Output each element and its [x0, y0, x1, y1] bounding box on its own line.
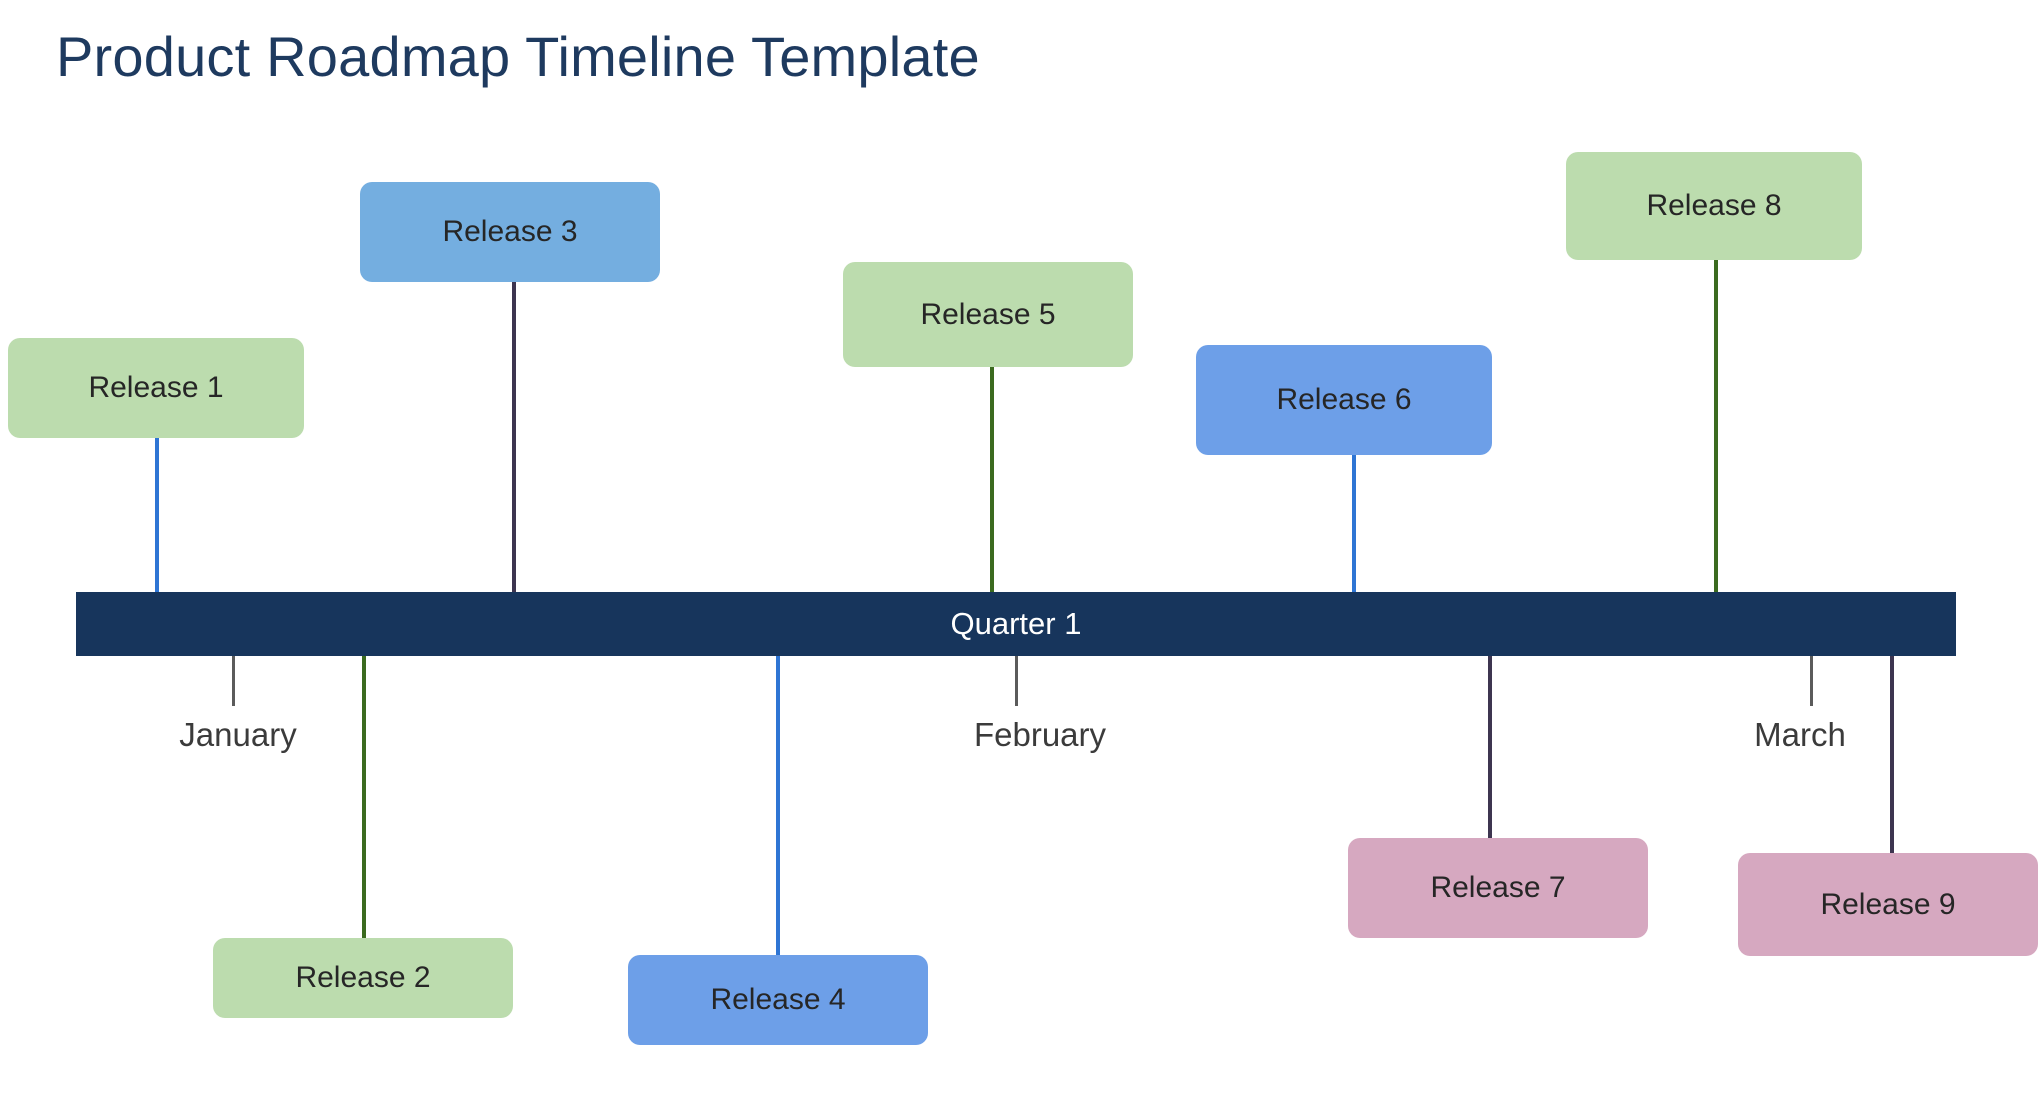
release-label: Release 8 [1646, 189, 1782, 222]
release-label: Release 6 [1276, 383, 1412, 416]
month-tick-february [1015, 656, 1018, 706]
month-tick-march [1810, 656, 1813, 706]
release-box-release-5[interactable]: Release 5 [843, 262, 1133, 367]
page-title: Product Roadmap Timeline Template [56, 25, 980, 88]
release-box-release-8[interactable]: Release 8 [1566, 152, 1862, 260]
connector-release-7 [1488, 656, 1492, 838]
release-box-release-4[interactable]: Release 4 [628, 955, 928, 1045]
release-box-release-7[interactable]: Release 7 [1348, 838, 1648, 938]
connector-release-3 [512, 282, 516, 592]
release-label: Release 9 [1820, 887, 1956, 921]
release-label: Release 7 [1430, 871, 1566, 904]
release-label: Release 5 [920, 297, 1056, 331]
release-box-release-3[interactable]: Release 3 [360, 182, 660, 282]
timeline-bar[interactable]: Quarter 1 [76, 592, 1956, 656]
month-label-march: March [1754, 716, 1846, 753]
month-label-february: February [973, 716, 1107, 753]
month-label-january: January [179, 716, 297, 753]
connector-release-4 [776, 656, 780, 955]
connector-release-5 [990, 367, 994, 592]
connector-release-6 [1352, 455, 1356, 592]
release-box-release-1[interactable]: Release 1 [8, 338, 304, 438]
timeline-bar-label: Quarter 1 [950, 606, 1082, 641]
release-label: Release 3 [442, 215, 578, 248]
connector-release-9 [1890, 656, 1894, 853]
connector-release-2 [362, 656, 366, 938]
month-tick-january [232, 656, 235, 706]
release-box-release-6[interactable]: Release 6 [1196, 345, 1492, 455]
connector-release-8 [1714, 260, 1718, 592]
release-label: Release 2 [295, 961, 431, 994]
release-label: Release 1 [88, 371, 224, 404]
release-box-release-2[interactable]: Release 2 [213, 938, 513, 1018]
release-box-release-9[interactable]: Release 9 [1738, 853, 2038, 956]
connector-release-1 [155, 438, 159, 592]
release-label: Release 4 [710, 983, 846, 1016]
